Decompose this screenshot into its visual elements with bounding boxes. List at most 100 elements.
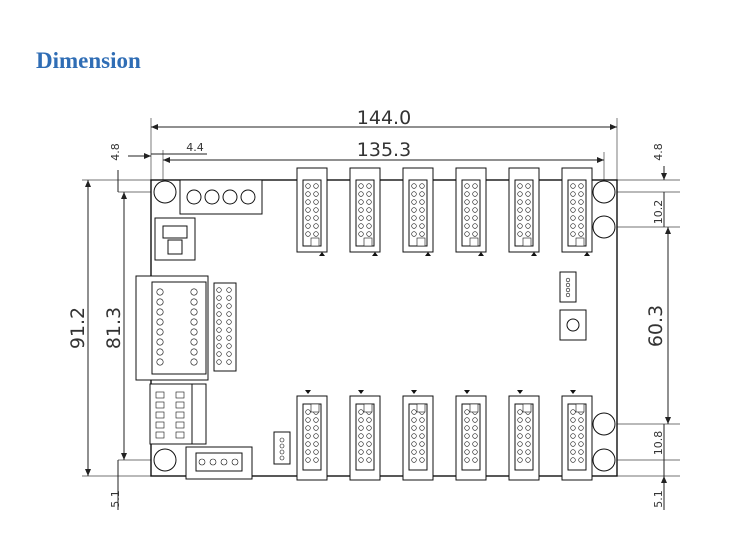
orientation-marker — [570, 390, 576, 394]
pin — [464, 191, 470, 197]
pin — [565, 277, 571, 283]
pin — [472, 457, 478, 463]
pin — [472, 449, 478, 455]
pin — [216, 303, 222, 309]
pin — [358, 191, 364, 197]
pin — [216, 335, 222, 341]
pin — [358, 223, 364, 229]
pin — [419, 425, 425, 431]
pin — [358, 457, 364, 463]
mounting-hole-right-lower — [592, 412, 616, 436]
pin — [366, 215, 372, 221]
pin — [525, 199, 531, 205]
pin — [305, 183, 311, 189]
pin — [419, 231, 425, 237]
pin — [472, 441, 478, 447]
pin — [198, 458, 206, 466]
pin — [517, 183, 523, 189]
pin — [578, 223, 584, 229]
top-connector-4 — [455, 167, 487, 253]
pin — [419, 417, 425, 423]
pin — [313, 433, 319, 439]
pin — [525, 191, 531, 197]
pin — [313, 207, 319, 213]
pin — [525, 215, 531, 221]
dim-upper-right-hole: 10.2 — [652, 200, 665, 225]
pin — [305, 425, 311, 431]
pin — [190, 358, 198, 366]
pin — [216, 343, 222, 349]
pin — [411, 191, 417, 197]
pin — [366, 433, 372, 439]
pin — [358, 199, 364, 205]
pin — [411, 215, 417, 221]
pin — [358, 433, 364, 439]
page-title: Dimension — [36, 48, 141, 73]
orientation-marker — [478, 252, 484, 256]
pin — [305, 457, 311, 463]
mounting-hole-bottom-left — [153, 448, 177, 472]
pin — [525, 457, 531, 463]
pin — [570, 425, 576, 431]
pin — [419, 199, 425, 205]
pin — [156, 308, 164, 316]
pin — [411, 433, 417, 439]
pin — [313, 425, 319, 431]
pin — [525, 425, 531, 431]
dim-top-right-margin: 4.8 — [652, 143, 665, 161]
pin-1-marker — [469, 237, 479, 247]
pin — [411, 449, 417, 455]
bottom-header-pins — [195, 452, 243, 472]
pin — [358, 409, 364, 415]
pin — [472, 433, 478, 439]
pin — [155, 411, 165, 419]
pin — [570, 441, 576, 447]
pin — [366, 207, 372, 213]
pin — [358, 183, 364, 189]
pin — [226, 351, 232, 357]
dim-top-left-margin: 4.8 — [109, 143, 122, 161]
pin — [578, 433, 584, 439]
pin — [565, 282, 571, 288]
pin — [578, 425, 584, 431]
pin — [209, 458, 217, 466]
pin — [305, 409, 311, 415]
pin — [190, 308, 198, 316]
pin — [411, 183, 417, 189]
pin — [570, 199, 576, 205]
pin — [305, 223, 311, 229]
pin — [358, 417, 364, 423]
orientation-marker — [411, 390, 417, 394]
pin — [216, 351, 222, 357]
pin — [190, 348, 198, 356]
pin — [366, 191, 372, 197]
pin — [305, 433, 311, 439]
pin — [313, 457, 319, 463]
pin — [190, 338, 198, 346]
pin — [279, 455, 285, 461]
pin — [366, 231, 372, 237]
mounting-hole-top-right — [592, 180, 616, 204]
pin — [578, 207, 584, 213]
pin — [190, 298, 198, 306]
pin — [279, 437, 285, 443]
pin — [226, 335, 232, 341]
pin — [517, 449, 523, 455]
dimension-lines — [85, 124, 671, 510]
pin — [570, 191, 576, 197]
pin — [226, 303, 232, 309]
pin — [464, 223, 470, 229]
pin — [156, 288, 164, 296]
pin — [358, 425, 364, 431]
pin — [464, 425, 470, 431]
top-connector-row — [296, 167, 593, 253]
pin — [525, 223, 531, 229]
pin — [411, 207, 417, 213]
pin — [155, 431, 165, 439]
pin — [419, 441, 425, 447]
pin — [155, 391, 165, 399]
pin — [578, 231, 584, 237]
pin — [472, 207, 478, 213]
dim-bottom-left-margin: 5.1 — [109, 490, 122, 508]
